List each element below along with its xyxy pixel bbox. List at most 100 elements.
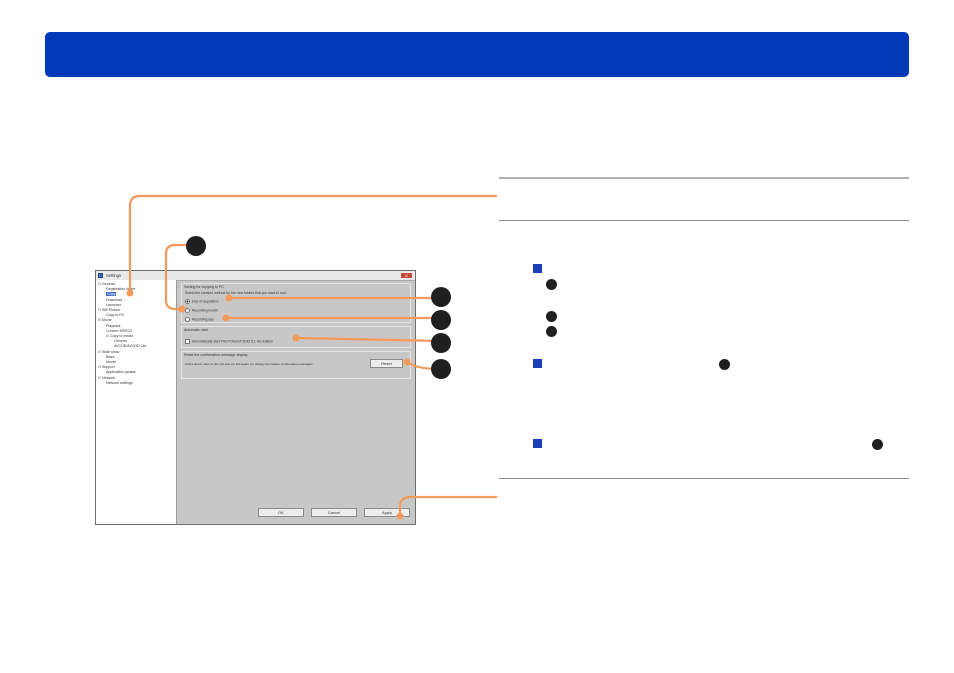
tree-item[interactable]: ⊟Still Picture — [98, 308, 120, 312]
tree-item[interactable]: ⊟Copy to media — [106, 334, 133, 338]
radio-icon — [185, 308, 190, 313]
tree-item[interactable]: Registration folder — [106, 287, 135, 291]
callout-line-4 — [295, 336, 442, 343]
app-icon — [98, 273, 103, 278]
bullet-marker — [533, 359, 542, 368]
callout-line-1 — [164, 243, 188, 311]
autostart-group-title: Automatic start — [184, 328, 208, 332]
tree-item-label: Copy — [107, 292, 116, 297]
tree-item[interactable]: Download — [106, 298, 122, 302]
tree-item[interactable]: AVCHD/AVCHD Lite — [114, 344, 146, 348]
number-badge-3 — [431, 310, 451, 330]
tree-item-label: Copy to PC — [106, 313, 125, 318]
number-badge-4 — [431, 333, 451, 353]
bullet-marker — [533, 264, 542, 273]
close-button[interactable]: X — [401, 273, 412, 278]
tree-expander-icon[interactable]: ⊟ — [98, 282, 102, 286]
option-label: Recording month — [192, 308, 218, 313]
tree-expander-icon[interactable]: ⊟ — [98, 308, 102, 312]
tree-item[interactable]: Basic — [106, 355, 115, 359]
section-rule-bottom — [499, 478, 909, 479]
tree-item[interactable]: ⊟Movie — [98, 318, 112, 322]
section-rule-top — [499, 177, 909, 179]
page-header-bar — [45, 32, 909, 77]
number-badge-5 — [431, 359, 451, 379]
tree-item-label: Slide show — [102, 349, 120, 354]
callout-dot — [222, 314, 230, 322]
tree-item[interactable]: General — [114, 339, 127, 343]
tree-item[interactable]: Application update — [106, 370, 136, 374]
option-label: Automatically start PHOTOfunSTUDIO 5.1 H… — [192, 339, 273, 344]
tree-item[interactable]: ⊟General — [98, 282, 115, 286]
tree-expander-icon[interactable]: ⊟ — [106, 334, 110, 338]
tree-item-label: Movie — [106, 360, 116, 364]
sort-group-description: Select the creation method for the new f… — [185, 291, 287, 295]
tree-item-label: Support — [102, 365, 115, 370]
tree-item[interactable]: Network settings — [106, 381, 133, 385]
callout-dot — [403, 358, 411, 366]
section-rule-mid — [499, 220, 909, 221]
reset-button[interactable]: Reset — [370, 359, 403, 368]
tree-item-label: Network settings — [106, 380, 133, 385]
tree-item-label: Convert MPEG2 — [106, 328, 133, 333]
cancel-button[interactable]: Cancel — [311, 508, 357, 517]
tree-item[interactable]: Copy — [106, 292, 117, 297]
number-badge-2 — [431, 287, 451, 307]
apply-button[interactable]: Apply — [364, 508, 410, 517]
tree-item[interactable]: ⊟Network — [98, 376, 115, 380]
tree-item[interactable]: ⊟Support — [98, 365, 115, 369]
number-badge-3 — [546, 326, 557, 337]
number-badge-2 — [546, 311, 557, 322]
settings-pane: Sorting for copying to PC Select the cre… — [177, 280, 415, 524]
tree-item-label: General — [114, 339, 127, 344]
tree-expander-icon[interactable]: ⊟ — [98, 365, 102, 370]
tree-item[interactable]: ⊟Slide show — [98, 350, 119, 354]
option-label: Day of acquisition — [192, 299, 219, 304]
radio-icon — [185, 317, 190, 322]
radio-day-of-acquisition[interactable]: Day of acquisition — [185, 299, 219, 304]
callout-line-apply — [398, 495, 498, 518]
tree-item[interactable]: Convert MPEG2 — [106, 329, 132, 333]
tree-item-label: Download — [106, 297, 122, 302]
tree-item[interactable]: Copy to PC — [106, 313, 124, 317]
tree-item-label: Still Picture — [102, 308, 120, 312]
tree-expander-icon[interactable]: ⊟ — [98, 318, 102, 323]
radio-recording-day[interactable]: Recording day — [185, 317, 214, 322]
autostart-checkbox[interactable]: Automatically start PHOTOfunSTUDIO 5.1 H… — [185, 339, 273, 344]
tree-item-label: Playback — [106, 323, 121, 328]
callout-dot — [292, 334, 300, 342]
tree-item[interactable]: Launcher — [106, 303, 121, 307]
tree-item-label: Network — [102, 375, 116, 380]
number-badge-1 — [186, 236, 206, 256]
tree-item[interactable]: Playback — [106, 324, 121, 328]
dialog-title: Settings — [106, 273, 122, 278]
reset-group-title: Reset the confirmation message display — [184, 353, 248, 357]
dialog-title-bar: Settings X — [96, 271, 415, 281]
reset-group-description: Add a check mark to [Do not ask me this … — [185, 362, 314, 366]
radio-recording-month[interactable]: Recording month — [185, 308, 218, 313]
bullet-marker — [533, 439, 542, 448]
sort-group: Sorting for copying to PC Select the cre… — [181, 283, 411, 323]
tree-item-label: Copy to media — [110, 334, 134, 338]
callout-line-copy — [128, 194, 498, 294]
number-badge-inline — [872, 439, 883, 450]
tree-expander-icon[interactable]: ⊟ — [98, 349, 102, 354]
tree-item-label: Launcher — [106, 302, 121, 307]
callout-dot — [178, 305, 186, 313]
sort-group-title: Sorting for copying to PC — [184, 285, 224, 289]
number-badge-1 — [546, 279, 557, 290]
callout-dot — [225, 294, 233, 302]
tree-item-label: Registration folder — [106, 287, 136, 292]
tree-expander-icon[interactable]: ⊟ — [98, 375, 102, 380]
callout-dot — [396, 512, 404, 520]
tree-item-label: General — [102, 282, 115, 286]
ok-button[interactable]: OK — [258, 508, 304, 517]
tree-item-label: Application update — [106, 370, 136, 375]
option-label: Recording day — [192, 317, 214, 322]
number-badge-inline — [719, 359, 730, 370]
tree-item[interactable]: Movie — [106, 360, 116, 364]
callout-dot — [126, 289, 134, 297]
